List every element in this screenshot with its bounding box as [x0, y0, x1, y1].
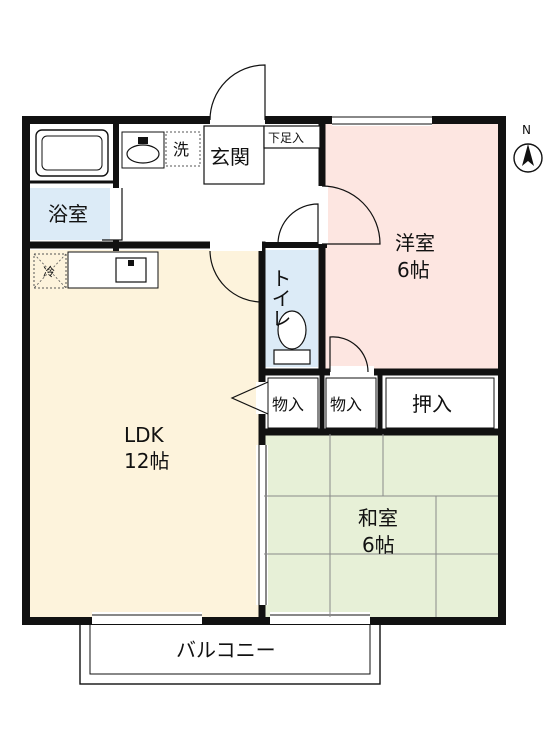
washer-space [165, 131, 201, 167]
washer-label: 洗 [173, 140, 189, 159]
balcony-outline [79, 619, 381, 685]
tatami-lines [264, 434, 498, 617]
bath-fill [30, 188, 110, 240]
western-room-fill [324, 124, 498, 371]
shoe-storage-label: 下足入 [268, 131, 304, 145]
fridge-label: 冷 [43, 265, 55, 279]
bath-label: 浴室 [48, 202, 88, 226]
entrance-label: 玄関 [210, 145, 250, 169]
western-room-size: 6帖 [397, 258, 430, 282]
closet-1-label: 物入 [272, 395, 304, 414]
oshiire-label: 押入 [412, 392, 452, 416]
western-room-name: 洋室 [395, 231, 435, 255]
japanese-room-fill [264, 434, 498, 617]
closet-1-box [267, 377, 319, 429]
balcony-label: バルコニー [176, 638, 276, 662]
toilet-bowl [277, 310, 307, 350]
toilet-tank [273, 349, 311, 365]
shoe-cabinet [263, 125, 321, 149]
compass-icon: N [513, 123, 543, 173]
toilet-label: トイレ [268, 268, 292, 328]
compass-north-label: N [522, 123, 531, 137]
ldk-size: 12帖 [124, 449, 169, 473]
ldk-fill [30, 250, 262, 617]
oshiire-box [385, 377, 495, 429]
japanese-room-size: 6帖 [362, 533, 395, 557]
door-swings [102, 64, 381, 415]
window-lines [92, 116, 432, 616]
japanese-room-name: 和室 [358, 506, 398, 530]
ldk-name: LDK [124, 423, 165, 447]
bathtub [35, 129, 109, 177]
closet-2-label: 物入 [330, 395, 362, 414]
closet-2-box [325, 377, 377, 429]
entrance-step [203, 125, 265, 185]
fridge-space [33, 253, 67, 289]
